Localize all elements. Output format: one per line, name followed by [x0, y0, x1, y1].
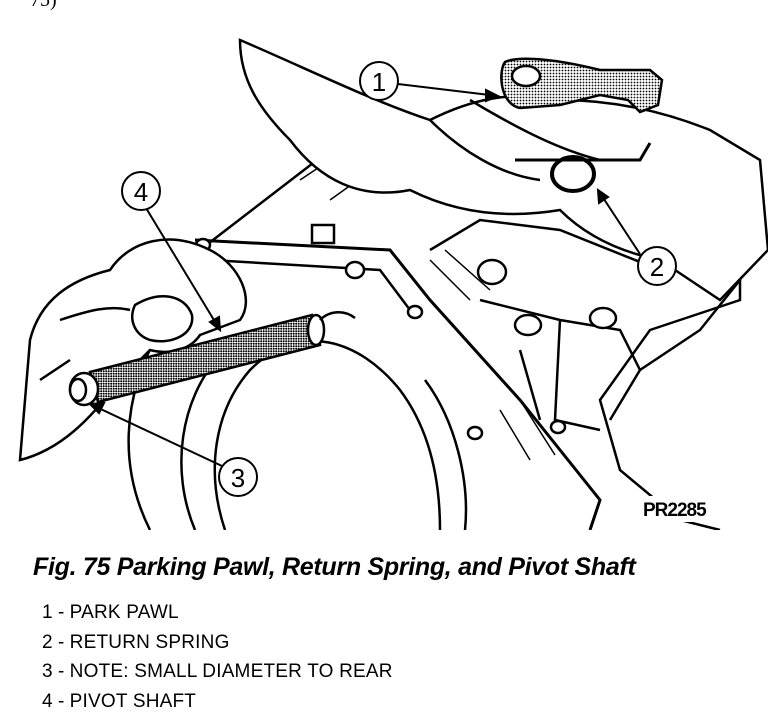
callout-3: 3: [218, 457, 258, 497]
legend-num: 2: [42, 631, 53, 653]
legend-item: 3 - NOTE: SMALL DIAMETER TO REAR: [42, 661, 393, 682]
legend-num: 3: [42, 661, 53, 682]
legend-item: 2 - RETURN SPRING: [42, 631, 230, 653]
legend-num: 1: [42, 602, 53, 623]
legend-item: 4 - PIVOT SHAFT: [42, 690, 197, 712]
callout-3-label: 3: [231, 463, 245, 493]
legend-text: NOTE: SMALL DIAMETER TO REAR: [69, 661, 393, 682]
legend-text: PIVOT SHAFT: [69, 690, 197, 712]
callout-2: 2: [637, 246, 677, 286]
hand-top: [238, 38, 768, 302]
pivot-shaft: [68, 311, 356, 407]
figure-code: PR2285: [643, 500, 707, 521]
legend-num: 4: [42, 690, 53, 712]
legend-item: 1 - PARK PAWL: [42, 602, 179, 623]
park-pawl: [500, 57, 664, 114]
callout-leaders: [87, 83, 641, 467]
return-spring: [515, 142, 652, 193]
callout-4: 4: [121, 171, 161, 211]
figure-caption: Fig. 75 Parking Pawl, Return Spring, and…: [33, 553, 636, 581]
top-fragment-text: 75): [30, 0, 57, 11]
callout-2-label: 2: [650, 252, 664, 282]
legend-list: 1 - PARK PAWL 2 - RETURN SPRING 3 - NOTE…: [42, 598, 393, 716]
callout-4-label: 4: [134, 177, 148, 207]
callout-1-label: 1: [372, 67, 386, 97]
legend-text: RETURN SPRING: [69, 631, 230, 653]
bolt-holes: [194, 223, 618, 441]
hand-left: [18, 238, 248, 462]
callout-1: 1: [359, 61, 399, 101]
legend-text: PARK PAWL: [69, 602, 179, 623]
parking-pawl-illustration: 75): [18, 0, 768, 530]
